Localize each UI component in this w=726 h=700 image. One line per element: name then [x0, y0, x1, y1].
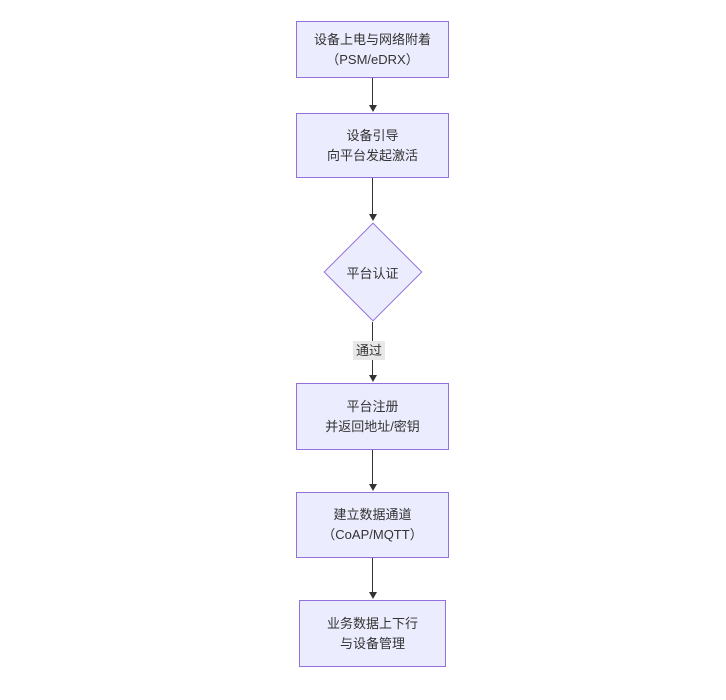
flow-node-platform-register: 平台注册 并返回地址/密钥 [296, 383, 449, 450]
node-text-line: （PSM/eDRX） [326, 51, 419, 67]
edge-register-to-channel [372, 450, 373, 484]
arrow-down-head [369, 592, 377, 599]
node-text-line: 设备引导 [346, 127, 399, 143]
flow-node-data-channel: 建立数据通道 （CoAP/MQTT） [296, 492, 449, 558]
node-text-line: 平台注册 [346, 398, 399, 414]
node-text-line: 与设备管理 [339, 635, 405, 651]
arrow-down-head [369, 214, 377, 221]
node-text-line: 并返回地址/密钥 [325, 418, 420, 434]
arrow-down-head [369, 484, 377, 491]
arrow-down-head [369, 375, 377, 382]
flow-node-power-network-attach: 设备上电与网络附着 （PSM/eDRX） [296, 21, 449, 78]
node-text-line: 建立数据通道 [333, 507, 412, 522]
edge-channel-to-business [372, 558, 373, 593]
flow-node-bootstrap-activate: 设备引导 向平台发起激活 [296, 113, 449, 178]
edge-bootstrap-to-auth [372, 178, 373, 214]
node-text-line: 向平台发起激活 [326, 147, 418, 163]
edge-label-pass: 通过 [353, 341, 386, 360]
arrow-down-head [369, 105, 377, 112]
flow-node-business-data: 业务数据上下行 与设备管理 [299, 600, 446, 667]
flow-node-platform-auth: 平台认证 [322, 222, 423, 322]
node-text-line: 业务数据上下行 [326, 615, 418, 631]
edge-power-to-bootstrap [372, 78, 373, 106]
node-text-line: 平台认证 [346, 265, 399, 281]
node-text-line: 设备上电与网络附着 [313, 31, 431, 47]
node-text-line: （CoAP/MQTT） [322, 527, 423, 542]
